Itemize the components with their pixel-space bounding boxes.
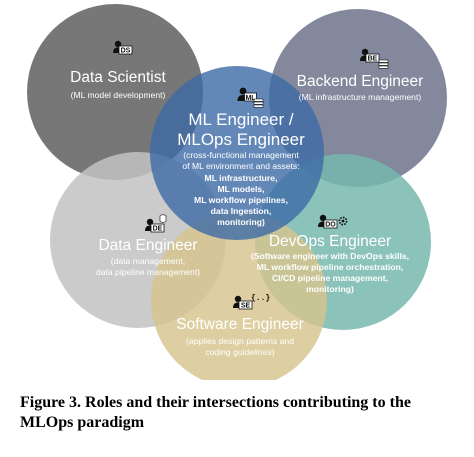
ml-engineer-desc-line: ML infrastructure,: [205, 173, 278, 183]
figure-caption: Figure 3. Roles and their intersections …: [20, 393, 460, 433]
svg-text:{..}: {..}: [251, 294, 270, 303]
software-engineer-badge: SE: [241, 303, 251, 310]
backend-engineer-title: Backend Engineer: [297, 73, 424, 90]
ml-engineer-desc-line: (cross-functional management: [183, 150, 299, 160]
ml-engineer-desc-line: of ML environment and assets:: [182, 161, 299, 171]
ml-engineer-badge: ML: [245, 95, 256, 102]
data-engineer-person-icon: DE: [145, 218, 165, 233]
roles-venn-diagram: DS Data Scientist (ML model development)…: [27, 4, 447, 380]
data-engineer-desc-line: data pipeline management): [96, 267, 200, 277]
data-scientist-subtitle: (ML model development): [71, 90, 166, 100]
devops-engineer-desc-line: (Software engineer with DevOps skills,: [251, 251, 409, 261]
backend-engineer-badge: BE: [368, 56, 378, 63]
ml-engineer-person-icon: ML: [237, 87, 257, 102]
ml-engineer-desc-line: monitoring): [217, 217, 265, 227]
data-engineer-desc-line: (data management,: [111, 256, 186, 266]
server-stack-icon: [253, 98, 264, 108]
figure-caption-line: Figure 3. Roles and their intersections …: [20, 394, 411, 411]
database-icon: [159, 214, 167, 223]
devops-engineer-person-icon: DO: [318, 214, 338, 229]
data-engineer-title: Data Engineer: [98, 237, 197, 254]
code-brackets-icon: {..}: [251, 294, 270, 303]
data-engineer-badge: DE: [153, 226, 163, 233]
data-scientist-person-icon: DS: [113, 40, 133, 55]
backend-engineer-group: BE Backend Engineer (ML infrastructure m…: [297, 48, 424, 102]
devops-engineer-group: DO DevOps Engineer (Software engineer wi…: [251, 214, 409, 294]
backend-engineer-subtitle: (ML infrastructure management): [299, 92, 422, 102]
ml-engineer-desc-line: ML workflow pipelines,: [194, 195, 288, 205]
devops-engineer-desc-line: monitoring): [306, 284, 354, 294]
ml-engineer-group: ML ML Engineer / MLOps Engineer (cross-f…: [177, 87, 305, 227]
ml-engineer-title-line1: ML Engineer /: [188, 110, 293, 129]
devops-engineer-desc-line: CI/CD pipeline management,: [272, 273, 388, 283]
data-engineer-group: DE Data Engineer (data management, data …: [96, 214, 200, 277]
devops-engineer-desc-line: ML workflow pipeline orchestration,: [257, 262, 403, 272]
ml-engineer-title-line2: MLOps Engineer: [177, 130, 305, 149]
backend-engineer-person-icon: BE: [360, 48, 380, 63]
ml-engineer-circle: [150, 66, 324, 240]
data-scientist-group: DS Data Scientist (ML model development): [70, 40, 166, 100]
software-engineer-person-icon: SE: [233, 295, 253, 310]
software-engineer-title: Software Engineer: [176, 316, 304, 333]
data-scientist-badge: DS: [121, 48, 131, 55]
software-engineer-desc-line: coding guidelines): [205, 347, 274, 357]
software-engineer-desc-line: (applies design patterns and: [186, 336, 294, 346]
devops-engineer-badge: DO: [325, 222, 336, 229]
ml-engineer-desc-line: ML models,: [217, 184, 264, 194]
ml-engineer-desc-line: data Ingestion,: [211, 206, 272, 216]
circles: [27, 4, 447, 380]
data-scientist-title: Data Scientist: [70, 69, 166, 86]
devops-engineer-title: DevOps Engineer: [269, 233, 391, 250]
server-stack-icon: [378, 59, 389, 69]
figure-caption-line: MLOps paradigm: [20, 414, 145, 431]
software-engineer-group: SE {..} Software Engineer (applies desig…: [176, 294, 304, 357]
